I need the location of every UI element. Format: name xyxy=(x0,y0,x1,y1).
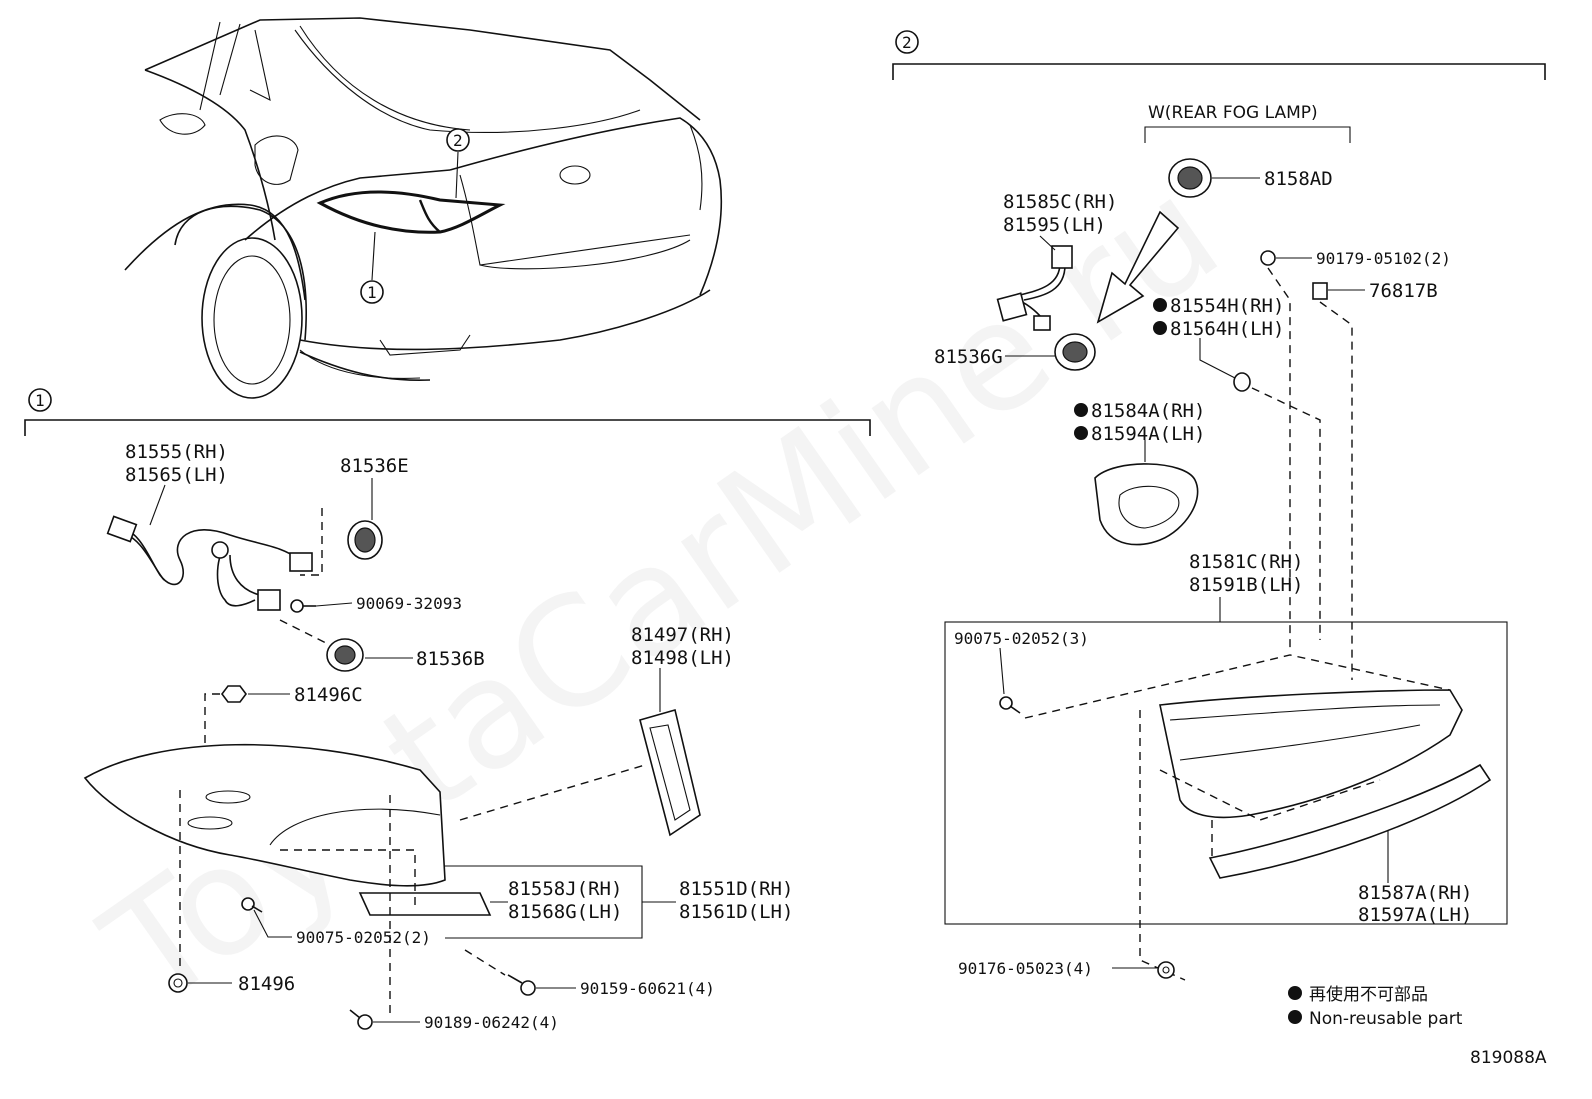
part-90159: 90159-60621(4) xyxy=(580,979,715,998)
screw-90075-2-icon xyxy=(241,897,292,938)
non-reusable-mark-81564H xyxy=(1153,321,1167,335)
legend-bullet-en xyxy=(1288,1010,1302,1024)
grommet-81496-icon xyxy=(168,973,232,993)
socket-81536E-icon xyxy=(300,478,383,576)
part-81561D: 81561D(LH) xyxy=(679,901,793,923)
part-81497: 81497(RH) xyxy=(631,624,734,646)
group-2-bracket xyxy=(892,30,1546,80)
part-90176: 90176-05023(4) xyxy=(958,959,1093,978)
lens-81558J-icon xyxy=(445,865,676,939)
gasket-81554H-icon xyxy=(1199,338,1321,640)
group-1-marker: 1 xyxy=(35,391,45,410)
part-81498: 81498(LH) xyxy=(631,647,734,669)
part-81536B: 81536B xyxy=(416,648,485,670)
part-81581C: 81581C(RH) xyxy=(1189,551,1303,573)
socket-81536G-icon xyxy=(1005,333,1096,371)
lamp-assembly-box xyxy=(944,621,1508,925)
part-81496C: 81496C xyxy=(294,684,363,706)
car-overview-illustration xyxy=(124,17,723,399)
part-81591B: 81591B(LH) xyxy=(1189,574,1303,596)
clip-76817B-icon xyxy=(1312,282,1365,680)
socket-81536B-icon xyxy=(279,619,413,672)
legend-bullet-jp xyxy=(1288,986,1302,1000)
part-81595: 81595(LH) xyxy=(1003,214,1106,236)
non-reusable-mark-81584A xyxy=(1074,403,1088,417)
non-reusable-mark-81594A xyxy=(1074,426,1088,440)
bracket-81497-icon xyxy=(459,668,701,837)
group-2-marker: 2 xyxy=(902,33,912,52)
screw-90159-icon xyxy=(507,974,576,996)
part-8158AD: 8158AD xyxy=(1264,168,1333,190)
overview-callout-2: 2 xyxy=(453,131,463,150)
figure-id: 819088A xyxy=(1470,1048,1547,1068)
part-81558J: 81558J(RH) xyxy=(508,878,622,900)
part-81564H: 81564H(LH) xyxy=(1170,318,1284,340)
fog-lamp-bracket xyxy=(1144,126,1351,143)
part-81496: 81496 xyxy=(238,973,295,995)
fog-lamp-label: W(REAR FOG LAMP) xyxy=(1148,103,1318,123)
screw-90075-3-icon xyxy=(999,647,1451,719)
part-81587A: 81587A(RH) xyxy=(1358,882,1472,904)
wire-harness-81555-icon xyxy=(106,515,313,611)
part-81536G: 81536G xyxy=(934,346,1003,368)
part-81568G: 81568G(LH) xyxy=(508,901,622,923)
part-90069: 90069-32093 xyxy=(356,594,462,613)
part-81555: 81555(RH) xyxy=(125,441,228,463)
part-81585C: 81585C(RH) xyxy=(1003,191,1117,213)
part-81597A: 81597A(LH) xyxy=(1358,904,1472,926)
part-81551D: 81551D(RH) xyxy=(679,878,793,900)
socket-8158AD-icon xyxy=(1168,158,1260,198)
part-81565: 81565(LH) xyxy=(125,464,228,486)
part-90189: 90189-06242(4) xyxy=(424,1013,559,1032)
non-reusable-mark-81554H xyxy=(1153,298,1167,312)
clip-90179-icon xyxy=(1260,250,1312,650)
group-1-bracket xyxy=(24,388,871,436)
overview-callout-1: 1 xyxy=(367,283,377,302)
gasket-81584A-icon xyxy=(1094,440,1199,546)
part-90075-2: 90075-02052(2) xyxy=(296,928,431,947)
screw-90176-icon xyxy=(1112,961,1175,979)
legend-en: Non-reusable part xyxy=(1309,1009,1463,1029)
part-81594A: 81594A(LH) xyxy=(1091,423,1205,445)
rear-lamp-housing-icon xyxy=(83,743,506,1015)
legend-jp: 再使用不可部品 xyxy=(1309,984,1428,1005)
direction-arrow-icon xyxy=(1096,210,1180,324)
part-76817B: 76817B xyxy=(1369,280,1438,302)
wire-harness-81585C-icon xyxy=(996,235,1073,331)
part-81536E: 81536E xyxy=(340,455,409,477)
part-90075-3: 90075-02052(3) xyxy=(954,629,1089,648)
part-90179: 90179-05102(2) xyxy=(1316,249,1451,268)
screw-90189-icon xyxy=(349,1009,420,1030)
part-81554H: 81554H(RH) xyxy=(1170,295,1284,317)
lamp-body-icon xyxy=(1139,689,1492,981)
screw-90069-icon xyxy=(290,599,353,613)
part-81584A: 81584A(RH) xyxy=(1091,400,1205,422)
